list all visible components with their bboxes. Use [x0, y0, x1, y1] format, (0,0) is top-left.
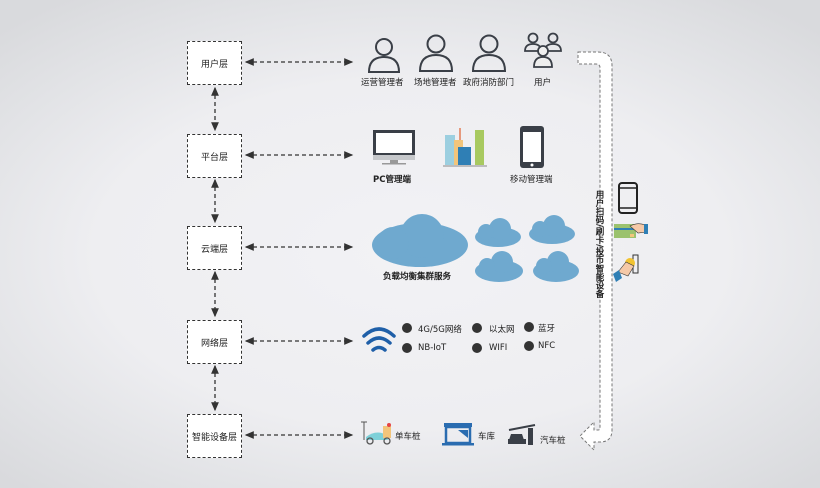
cloud-icon-large — [372, 214, 468, 267]
role-label: 政府消防部门 — [463, 78, 515, 88]
cloud-label: 负载均衡集群服务 — [383, 272, 452, 282]
cloud-icon — [529, 215, 575, 244]
mobile-phone-icon — [520, 126, 544, 168]
layer-box-device[interactable]: 智能设备层 — [187, 414, 242, 458]
network-item: NB-IoT — [418, 343, 447, 353]
garage-icon — [442, 423, 474, 446]
role-label: 场地管理者 — [414, 78, 457, 88]
platform-label: 移动管理端 — [510, 175, 553, 185]
network-item: WIFI — [489, 343, 508, 353]
layer-box-cloud[interactable]: 云端层 — [187, 226, 242, 270]
horizontal-connectors — [244, 58, 354, 439]
e-bike-icon — [361, 421, 391, 445]
wifi-icon — [362, 327, 396, 352]
network-item: 蓝牙 — [538, 324, 556, 334]
phone-scan-icon — [618, 182, 638, 214]
device-label: 汽车桩 — [540, 436, 566, 446]
layer-label: 网络层 — [200, 338, 228, 349]
network-item: 以太网 — [489, 325, 515, 335]
network-item: NFC — [538, 341, 556, 351]
layer-label: 平台层 — [200, 152, 228, 163]
person-icon — [367, 38, 401, 73]
device-label: 单车桩 — [395, 432, 421, 442]
layer-label: 智能设备层 — [191, 432, 237, 443]
coin-insert-icon — [613, 254, 639, 282]
cloud-icon — [475, 218, 521, 247]
city-buildings-icon — [443, 128, 487, 167]
layer-box-network[interactable]: 网络层 — [187, 320, 242, 364]
side-flow-arrow — [577, 51, 613, 452]
person-icon — [418, 34, 454, 72]
cloud-icon — [475, 251, 523, 282]
platform-label: PC管理端 — [373, 175, 411, 185]
side-flow-label: 用户扫码/刷卡/投币智能设备 — [594, 190, 604, 299]
network-bullets — [402, 322, 534, 353]
group-icon — [524, 32, 562, 68]
layer-box-platform[interactable]: 平台层 — [187, 134, 242, 178]
role-label: 运营管理者 — [361, 78, 404, 88]
pc-monitor-icon — [373, 130, 415, 165]
cloud-icon — [533, 251, 579, 282]
layer-box-user[interactable]: 用户层 — [187, 41, 242, 85]
layer-label: 用户层 — [200, 59, 228, 70]
network-item: 4G/5G网络 — [418, 325, 462, 335]
device-label: 车库 — [478, 432, 496, 442]
car-charger-icon — [508, 424, 536, 445]
role-label: 用户 — [534, 78, 552, 88]
card-swipe-icon — [614, 223, 648, 238]
layer-label: 云端层 — [200, 244, 228, 255]
person-icon — [471, 34, 507, 72]
